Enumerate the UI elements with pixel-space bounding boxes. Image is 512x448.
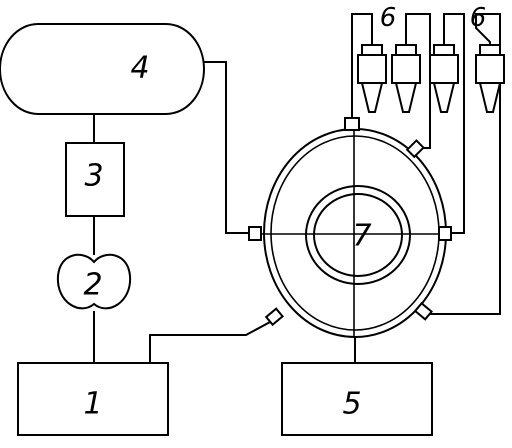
port-top (344, 117, 360, 131)
injector-4 (475, 44, 505, 113)
label-3: 3 (84, 159, 103, 194)
box-1: 1 (17, 362, 169, 436)
line-right-port (443, 13, 465, 234)
line-lower-right-port (427, 122, 501, 315)
port-left (248, 226, 262, 241)
connection-lines (93, 13, 501, 364)
port-right (438, 226, 452, 241)
box-5-rect (281, 362, 433, 436)
label-2: 2 (83, 268, 102, 303)
injector-2-nozzle (394, 82, 418, 113)
injector-1-cap (361, 44, 383, 56)
pump-2: 2 (56, 253, 132, 310)
box-5: 5 (281, 362, 433, 436)
line-far-right (475, 13, 501, 124)
injector-1-body (357, 54, 387, 84)
line-box1-to-vessel (149, 319, 274, 364)
core-inner-ring (313, 193, 403, 277)
injector-1 (357, 44, 387, 113)
injector-3-body (429, 54, 459, 84)
tank-body (0, 23, 205, 115)
box-3: 3 (65, 142, 125, 217)
port-lower-left (264, 307, 284, 327)
label-5: 5 (342, 387, 361, 422)
injector-4-cap (479, 44, 501, 56)
box-1-rect (17, 362, 169, 436)
label-6-right: 6 (470, 3, 487, 33)
vessel-ports (248, 117, 452, 327)
label-6-left: 6 (380, 3, 397, 33)
injector-4-nozzle (478, 82, 502, 113)
injector-3-nozzle (432, 82, 456, 113)
port-upper-right (405, 139, 425, 159)
line-upper-right-port (405, 13, 431, 149)
injector-2-body (391, 54, 421, 84)
injector-2-cap (395, 44, 417, 56)
label-7: 7 (352, 219, 371, 254)
injector-3 (429, 44, 459, 113)
injector-1-nozzle (360, 82, 384, 113)
box-3-rect (65, 142, 125, 217)
label-1: 1 (83, 387, 102, 422)
tank-4: 4 (0, 23, 205, 115)
line-tank-to-vessel (203, 61, 250, 234)
line-top-port (351, 13, 373, 119)
injector-3-cap (433, 44, 455, 56)
injector-4-body (475, 54, 505, 84)
port-lower-right (413, 301, 433, 321)
label-4: 4 (130, 51, 149, 86)
injector-2 (391, 44, 421, 113)
core-outer-ring (305, 185, 411, 285)
pump-body (56, 253, 132, 310)
